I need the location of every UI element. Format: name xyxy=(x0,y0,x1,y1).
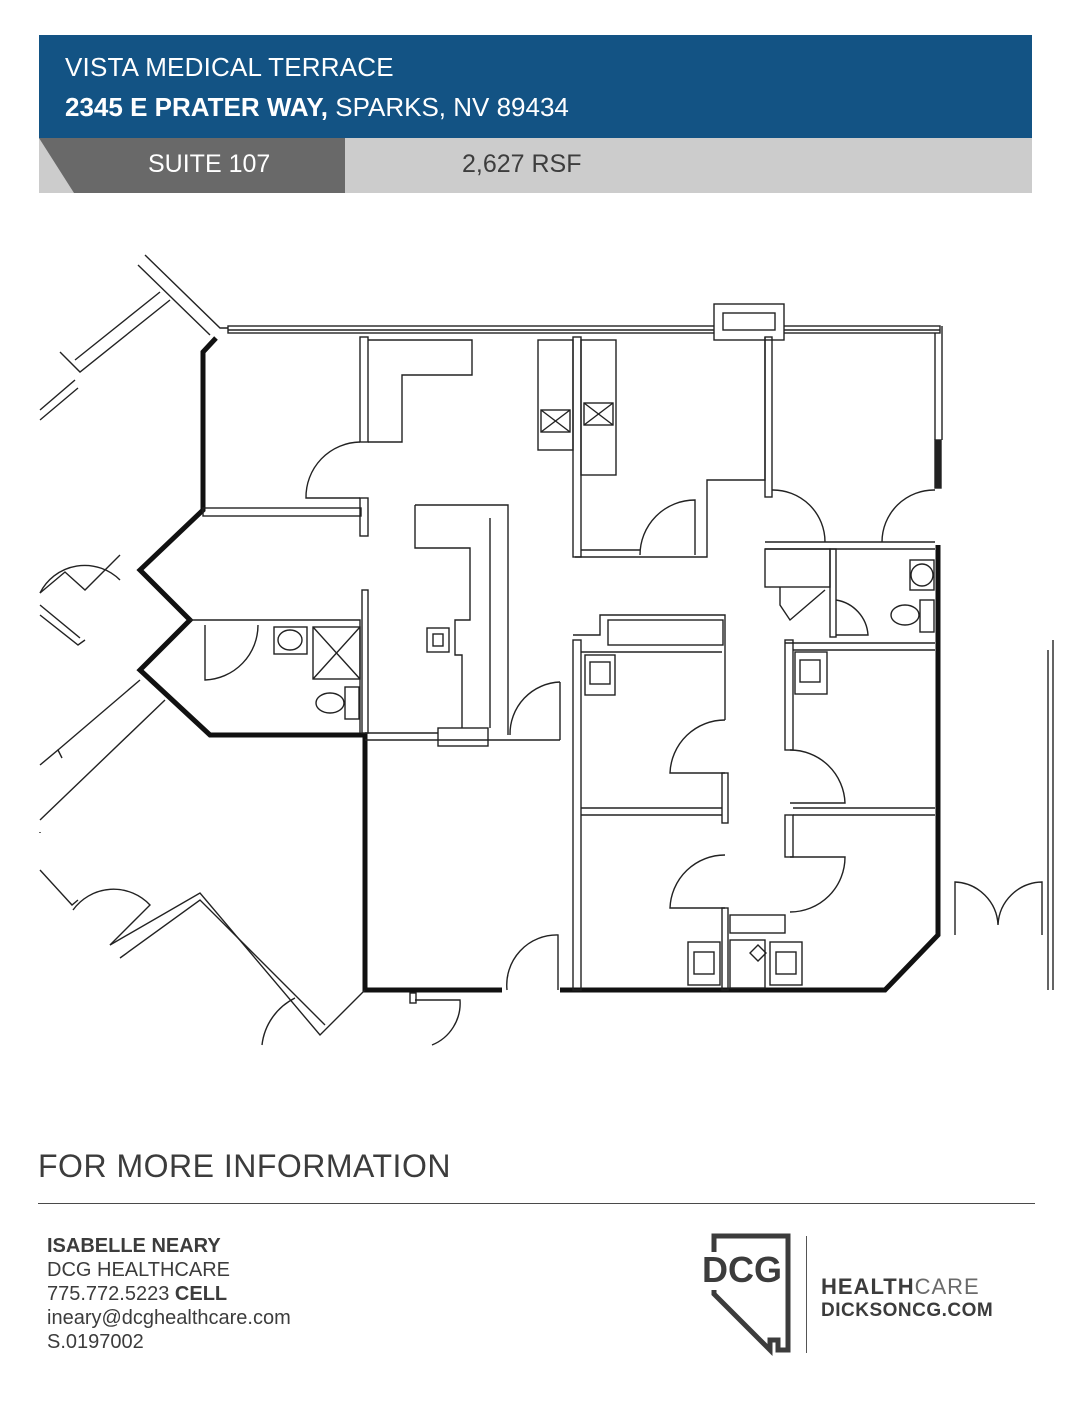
header-banner: VISTA MEDICAL TERRACE 2345 E PRATER WAY,… xyxy=(39,35,1032,138)
contact-license: S.0197002 xyxy=(47,1331,144,1353)
floor-plan-drawing xyxy=(39,254,1054,1046)
contact-name: ISABELLE NEARY xyxy=(47,1235,221,1257)
contact-phone-label: CELL xyxy=(174,1283,228,1305)
address-street: 2345 E PRATER WAY, xyxy=(65,92,328,122)
property-address: 2345 E PRATER WAY, SPARKS, NV 89434 xyxy=(65,92,569,123)
address-city: SPARKS, NV 89434 xyxy=(328,92,569,122)
dcg-logo: DCG HEALTHCARE DICKSONCG.COM xyxy=(700,1232,1000,1357)
suite-label: SUITE 107 xyxy=(148,150,271,178)
contact-phone[interactable]: 775.772.5223 xyxy=(47,1283,170,1305)
logo-mark-text: DCG xyxy=(702,1249,782,1290)
logo-care: CARE xyxy=(914,1274,980,1299)
logo-divider xyxy=(806,1236,807,1353)
logo-website[interactable]: DICKSONCG.COM xyxy=(821,1300,994,1321)
suite-tab: SUITE 107 xyxy=(39,138,345,193)
contact-company: DCG HEALTHCARE xyxy=(47,1259,230,1281)
info-divider xyxy=(38,1203,1035,1204)
logo-health: HEALTH xyxy=(821,1274,915,1299)
suite-area: 2,627 RSF xyxy=(462,150,582,178)
contact-email[interactable]: ineary@dcghealthcare.com xyxy=(47,1307,291,1329)
nevada-dcg-mark-icon: DCG xyxy=(702,1233,791,1357)
suite-bar: SUITE 107 2,627 RSF xyxy=(39,138,1032,193)
contact-phone-line: 775.772.5223 CELL xyxy=(47,1282,291,1306)
info-heading: FOR MORE INFORMATION xyxy=(38,1148,451,1184)
logo-healthcare: HEALTHCARE xyxy=(821,1274,980,1300)
contact-block: ISABELLE NEARY DCG HEALTHCARE 775.772.52… xyxy=(47,1234,291,1354)
property-title: VISTA MEDICAL TERRACE xyxy=(65,52,394,82)
